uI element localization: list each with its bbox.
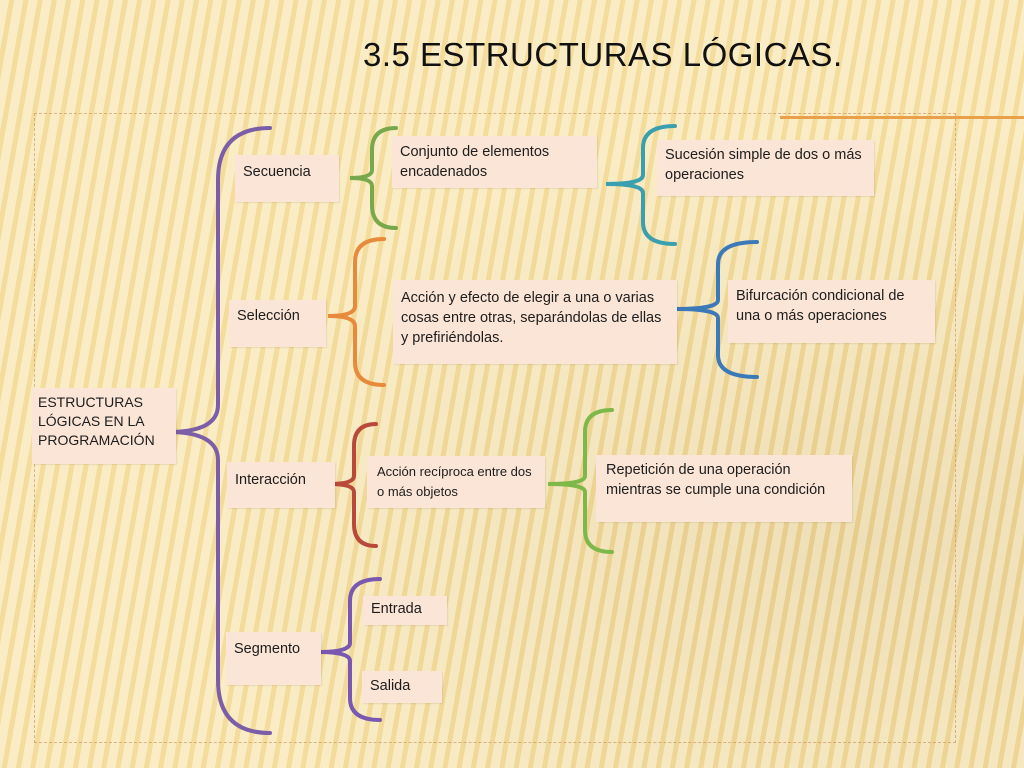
secuencia-node: Secuencia bbox=[235, 155, 339, 202]
interaccion-detail: Repetición de una operación mientras se … bbox=[596, 455, 852, 522]
seleccion-node: Selección bbox=[229, 300, 326, 347]
secuencia-detail: Sucesión simple de dos o más operaciones bbox=[657, 140, 874, 196]
secuencia-definition: Conjunto de elementos encadenados bbox=[392, 136, 597, 188]
interaccion-node: Interacción bbox=[227, 462, 335, 508]
secuencia-detail-brace bbox=[605, 124, 677, 246]
segmento-node: Segmento bbox=[226, 632, 321, 685]
seleccion-detail: Bifurcación condicional de una o más ope… bbox=[728, 280, 935, 343]
slide-title: 3.5 ESTRUCTURAS LÓGICAS. bbox=[363, 36, 843, 73]
title-rule bbox=[780, 116, 1024, 119]
interaccion-detail-brace bbox=[547, 408, 614, 554]
seleccion-definition: Acción y efecto de elegir a una o varias… bbox=[393, 280, 677, 364]
secuencia-brace bbox=[349, 126, 398, 230]
seleccion-brace bbox=[327, 237, 386, 387]
segmento-item-salida: Salida bbox=[362, 671, 442, 703]
root-node: ESTRUCTURAS LÓGICAS EN LA PROGRAMACIÓN bbox=[32, 388, 176, 464]
segmento-item-entrada: Entrada bbox=[363, 596, 447, 625]
interaccion-definition: Acción recíproca entre dos o más objetos bbox=[367, 456, 545, 508]
